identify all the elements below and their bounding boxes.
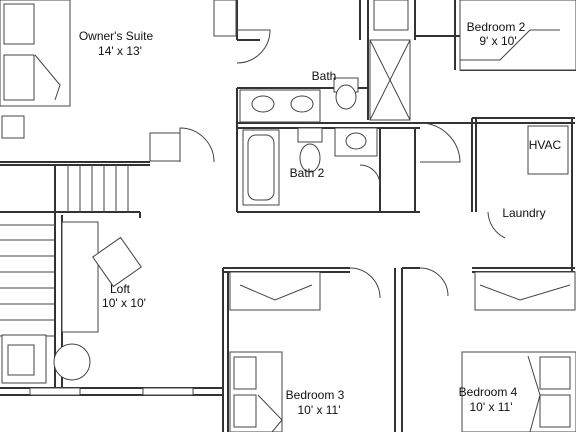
loft-chair: [92, 236, 142, 288]
bedroom2-name: Bedroom 2: [467, 20, 526, 34]
bedroom3-name: Bedroom 3: [286, 388, 345, 402]
bedroom3-size: 10' x 11': [297, 403, 340, 417]
bedroom2-size: 9' x 10': [479, 34, 516, 48]
loft-size: 10' x 10': [102, 296, 146, 310]
storage-box: [149, 132, 181, 162]
loft-name: Loft: [110, 282, 131, 296]
hvac-name: HVAC: [529, 138, 562, 152]
owners-suite-size: 14' x 13': [98, 44, 142, 58]
doors: [179, 29, 506, 299]
loft-desk: [61, 221, 99, 333]
loft-table: [53, 343, 91, 381]
bath-name: Bath: [312, 69, 337, 83]
nightstand: [1, 115, 25, 139]
owners-suite-name: Owner's Suite: [79, 29, 154, 43]
hvac-unit: [527, 125, 569, 175]
room-labels: Owner's Suite 14' x 13' Bath Bedroom 2 9…: [79, 20, 562, 417]
bath2-name: Bath 2: [290, 166, 325, 180]
bedroom4-size: 10' x 11': [469, 400, 512, 414]
bedroom4-name: Bedroom 4: [459, 385, 518, 399]
laundry-name: Laundry: [502, 206, 545, 220]
